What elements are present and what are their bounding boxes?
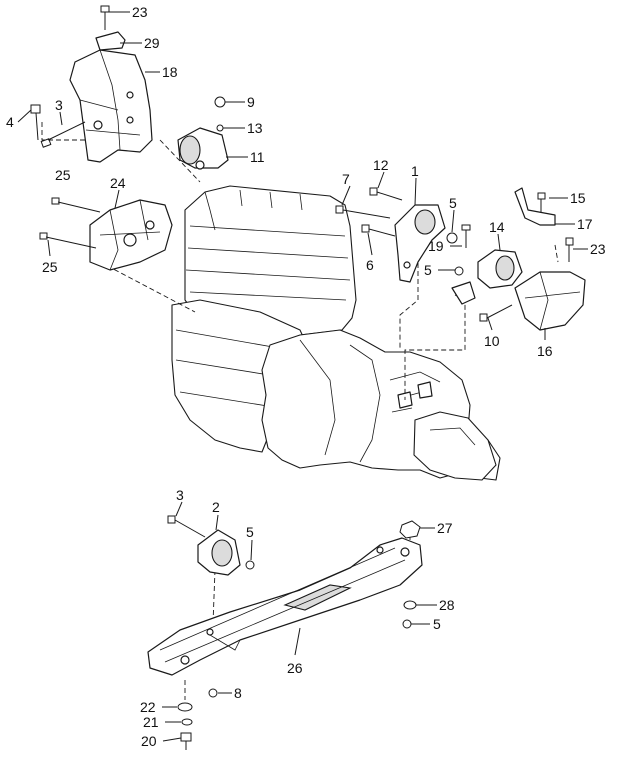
callout-24: 24 [110, 175, 126, 191]
nut-27 [399, 520, 421, 539]
callout-17: 17 [577, 216, 593, 232]
callout-8: 8 [234, 685, 242, 701]
callout-26: 26 [287, 660, 303, 676]
callout-2: 2 [212, 499, 220, 515]
callout-16: 16 [537, 343, 553, 359]
callout-23-right: 23 [590, 241, 606, 257]
crossmember-26 [147, 537, 423, 676]
callout-9: 9 [247, 94, 255, 110]
bolt-23-right [565, 237, 574, 262]
bolt-6 [361, 224, 396, 237]
bolt-3-lower [167, 515, 206, 538]
callout-23-top: 23 [132, 4, 148, 20]
bolt-7 [335, 205, 391, 219]
callout-25-upper: 25 [55, 167, 71, 183]
bolt-20 [180, 732, 192, 750]
callout-21: 21 [143, 714, 159, 730]
bracket-29 [95, 31, 126, 51]
callout-27: 27 [437, 520, 453, 536]
bolt-4 [30, 104, 41, 141]
insulator-14 [477, 249, 523, 289]
callout-29: 29 [144, 35, 160, 51]
bolt-25-upper [51, 197, 101, 213]
bracket-small-right [451, 281, 476, 305]
callout-28: 28 [439, 597, 455, 613]
callout-25-lower: 25 [42, 259, 58, 275]
callout-leaders [17, 11, 588, 742]
bracket-24 [89, 199, 173, 271]
callout-labels: 23 29 18 4 3 9 13 11 25 24 25 7 12 1 5 1… [6, 4, 606, 749]
insulator-11 [177, 127, 229, 170]
mount-1 [394, 204, 446, 283]
nut-9 [214, 96, 226, 108]
callout-10: 10 [484, 333, 500, 349]
callout-22: 22 [140, 699, 156, 715]
bolt-19 [461, 224, 471, 248]
callout-5-c: 5 [246, 524, 254, 540]
washer-13 [216, 124, 224, 132]
callout-6: 6 [366, 257, 374, 273]
bolt-3-top [40, 121, 86, 148]
bolt-15 [537, 192, 546, 212]
bolt-10 [479, 304, 513, 322]
mount-2 [197, 529, 241, 576]
callout-20: 20 [141, 733, 157, 749]
callout-18: 18 [162, 64, 178, 80]
callout-3-top: 3 [55, 97, 63, 113]
transaxle-housing [261, 329, 501, 481]
bracket-18 [69, 49, 153, 163]
bracket-17 [514, 187, 556, 226]
bolt-12 [369, 187, 403, 201]
nut-5-d [402, 619, 412, 629]
callout-12: 12 [373, 157, 389, 173]
callout-14: 14 [489, 219, 505, 235]
callout-11: 11 [250, 149, 265, 165]
bracket-16 [514, 271, 586, 331]
nut-5-c [245, 560, 255, 570]
nut-5-a [446, 232, 458, 244]
callout-19: 19 [428, 238, 444, 254]
callout-5-b: 5 [424, 262, 432, 278]
callout-5-d: 5 [433, 616, 441, 632]
callout-3-lower: 3 [176, 487, 184, 503]
bolt-25-lower [39, 232, 97, 249]
callout-1: 1 [411, 163, 419, 179]
callout-13: 13 [247, 120, 263, 136]
washer-22 [177, 702, 193, 712]
callout-15: 15 [570, 190, 586, 206]
washer-28 [403, 600, 417, 610]
bolt-8 [208, 688, 218, 698]
washer-21 [181, 718, 193, 726]
callout-4: 4 [6, 114, 14, 130]
nut-5-b [454, 266, 464, 276]
callout-7: 7 [342, 171, 350, 187]
bolt-23-top [100, 5, 110, 30]
callout-5-a: 5 [449, 195, 457, 211]
